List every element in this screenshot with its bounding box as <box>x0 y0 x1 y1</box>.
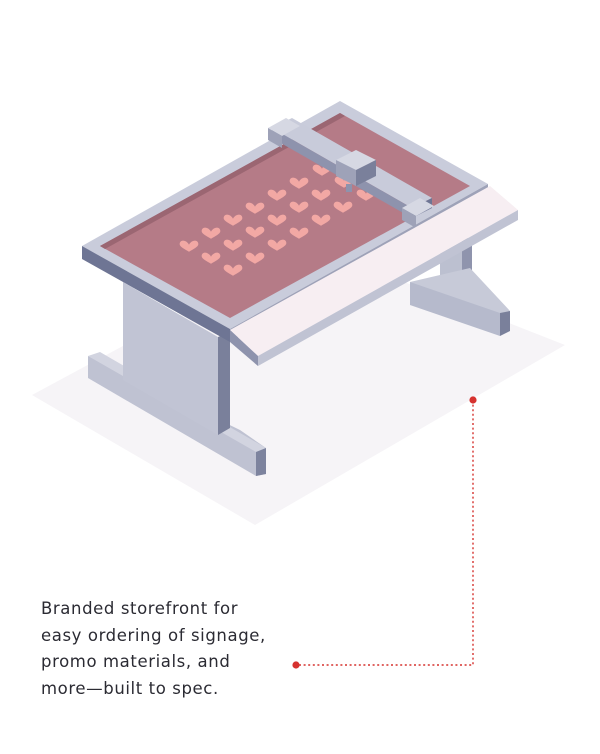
heart-icon <box>289 227 309 239</box>
heart-icon <box>311 214 331 226</box>
caption: Branded storefront for easy ordering of … <box>41 596 311 702</box>
heart-icon <box>267 189 287 201</box>
heart-icon <box>289 201 309 213</box>
heart-icon <box>223 264 243 276</box>
heart-icon <box>267 214 287 226</box>
heart-icon <box>245 226 265 238</box>
caption-line: easy ordering of signage, <box>41 625 266 645</box>
heart-icon <box>245 202 265 214</box>
callout-leader <box>292 396 477 669</box>
callout-dot-icon <box>469 396 477 404</box>
gantry <box>268 118 434 228</box>
caption-line: promo materials, and <box>41 652 231 671</box>
front-leg <box>88 282 266 476</box>
heart-icon <box>201 252 221 264</box>
caption-line: Branded storefront for <box>41 599 239 618</box>
floor-shadow <box>32 245 565 525</box>
heart-icon <box>311 189 331 201</box>
heart-icon <box>223 214 243 226</box>
heart-icon <box>333 201 353 213</box>
hearts-grid <box>179 164 376 276</box>
heart-icon <box>245 252 265 264</box>
front-tray <box>230 186 518 366</box>
heart-icon <box>201 227 221 239</box>
heart-icon <box>223 239 243 251</box>
caption-line: more—built to spec. <box>41 678 219 698</box>
heart-icon <box>179 240 199 252</box>
callout-dot-icon <box>292 661 300 669</box>
heart-icon <box>267 239 287 251</box>
heart-icon <box>289 177 309 189</box>
